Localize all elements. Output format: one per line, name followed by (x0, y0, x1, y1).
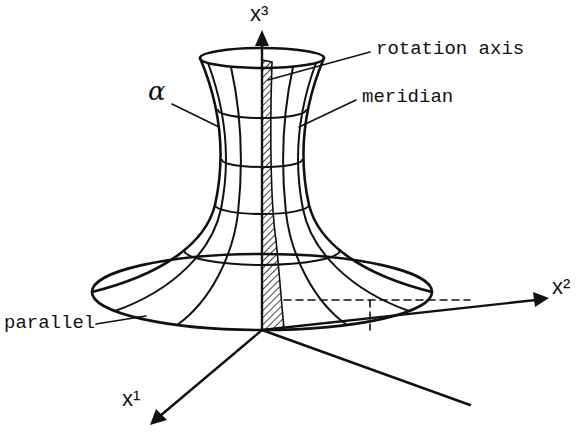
axis-label: x² (552, 274, 570, 300)
axis-label: x³ (250, 1, 268, 27)
angle-label: α (148, 76, 166, 107)
part-label: meridian (362, 86, 453, 109)
part-label: rotation axis (376, 38, 524, 61)
part-label: parallel (4, 312, 95, 335)
axis-label: x¹ (122, 386, 140, 412)
